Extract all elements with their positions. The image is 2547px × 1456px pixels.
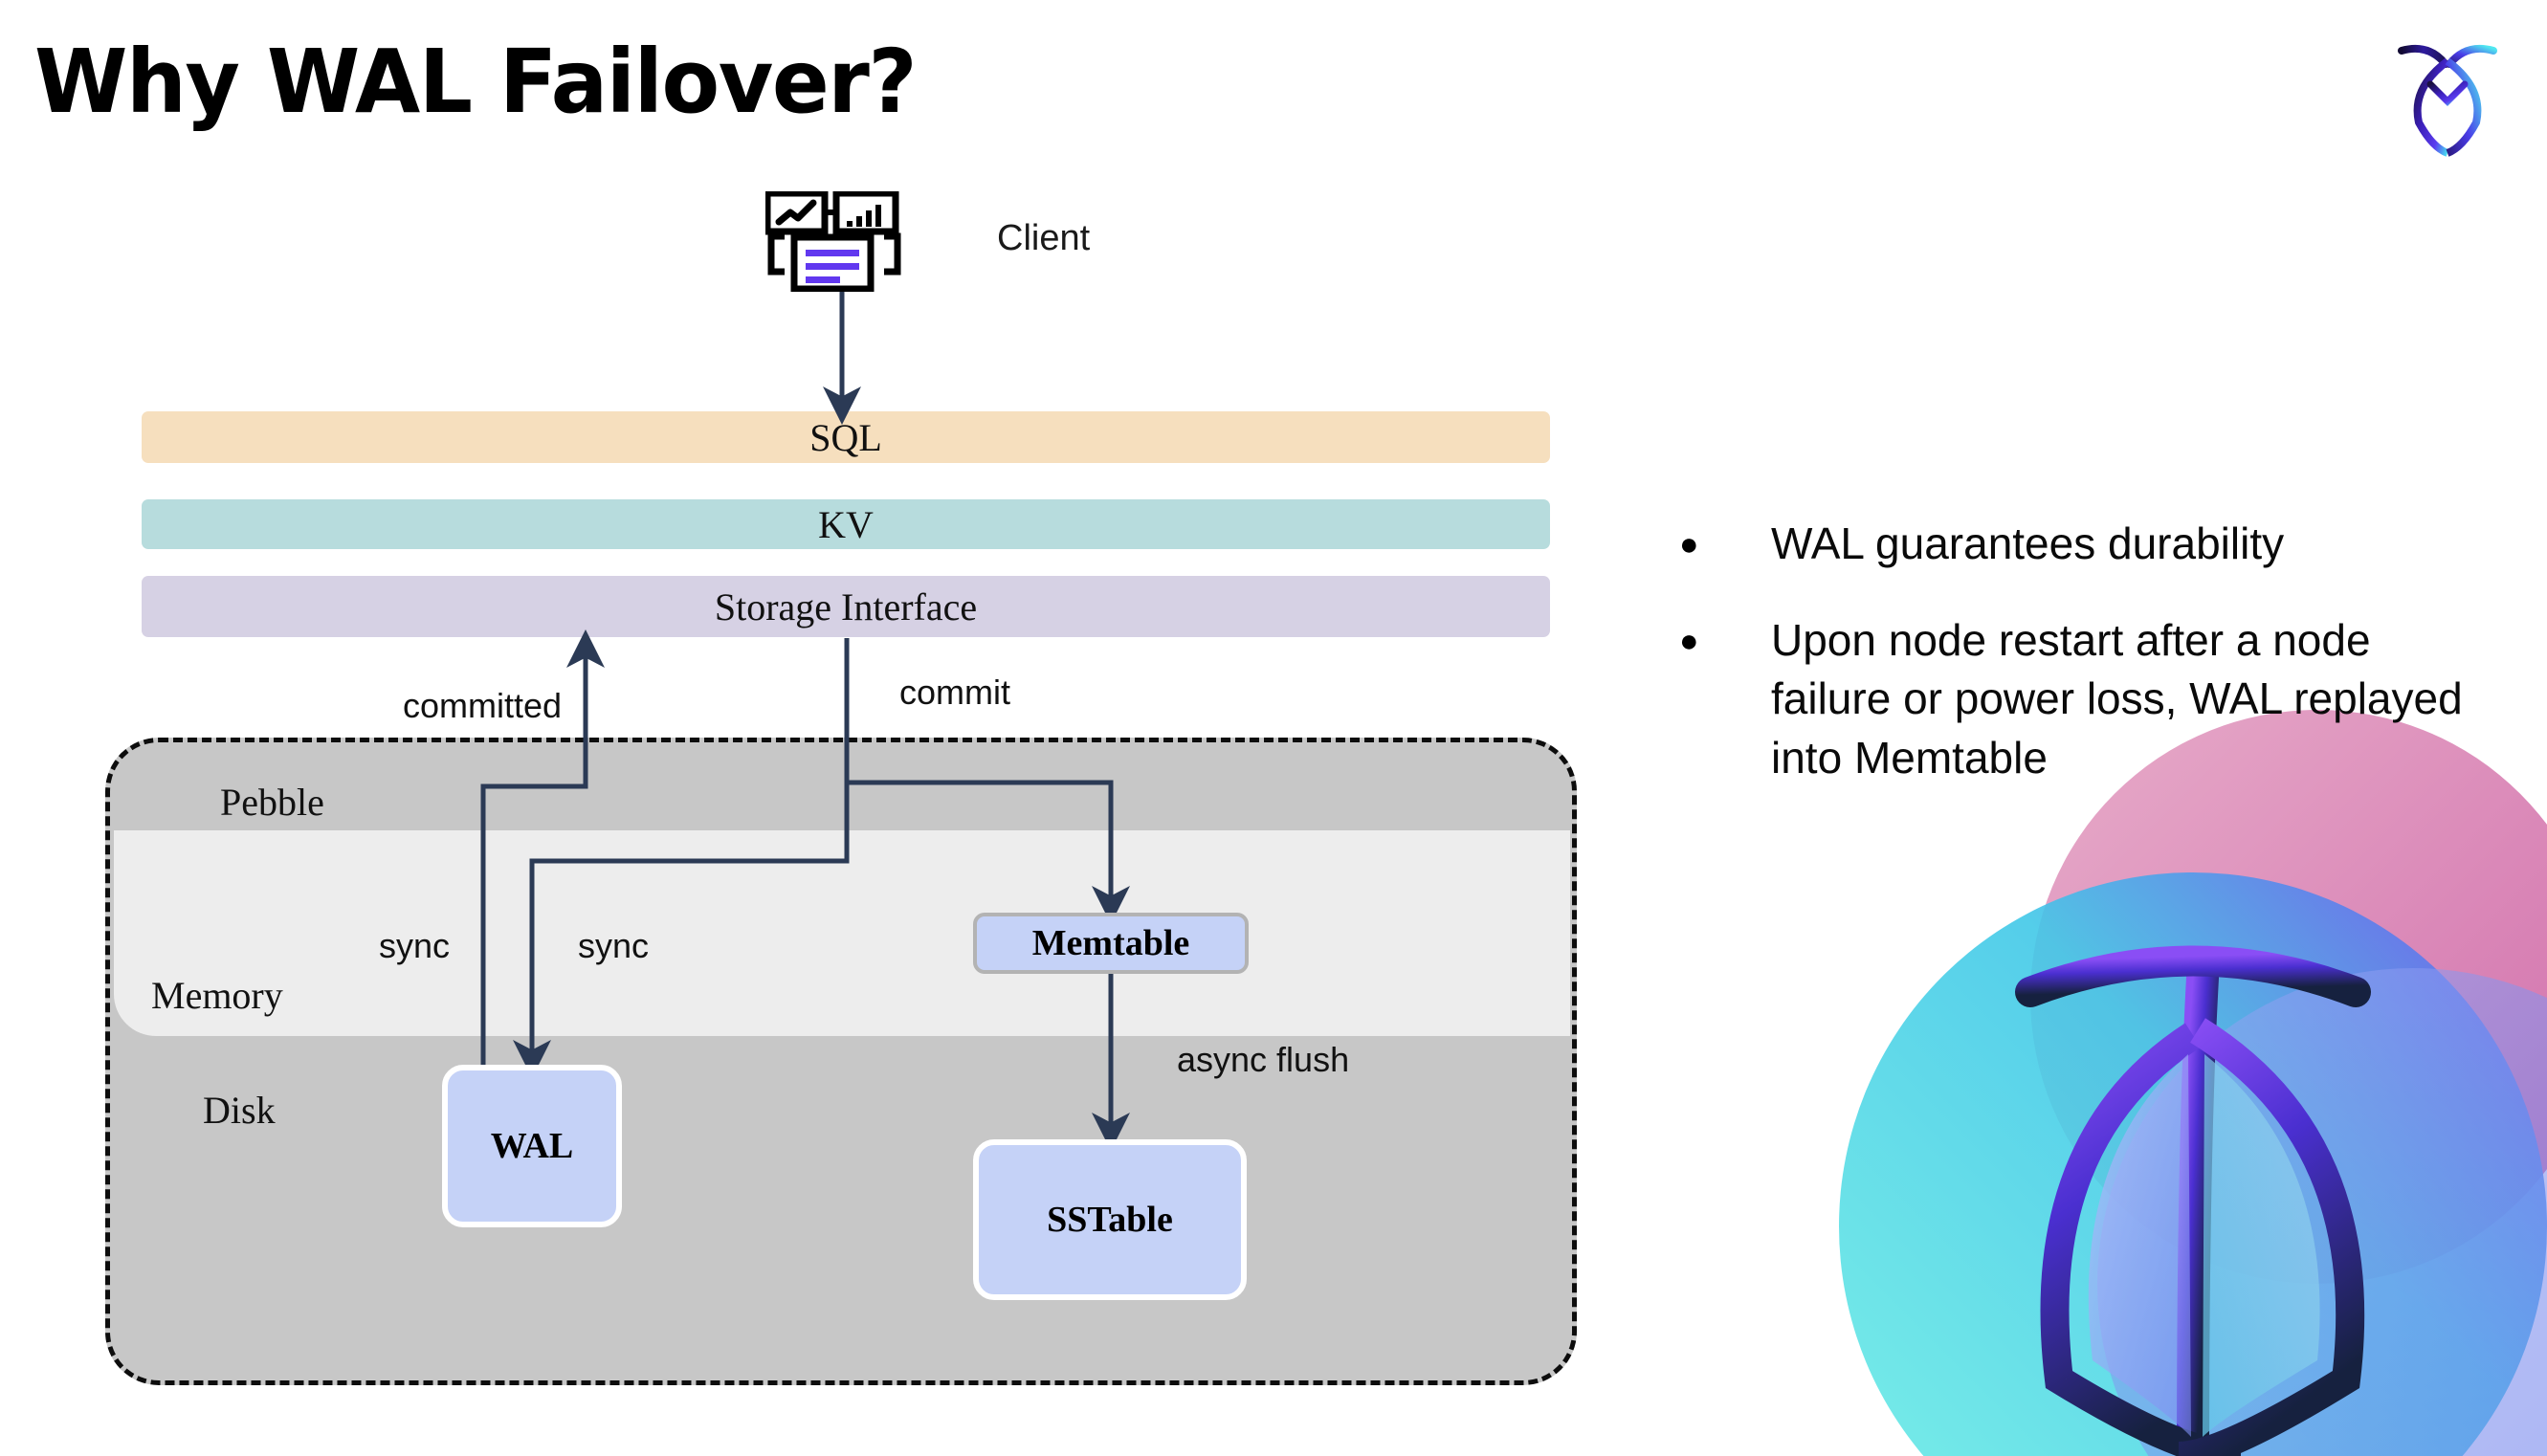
layer-sql: SQL [142, 411, 1550, 463]
client-label: Client [997, 218, 1091, 258]
node-wal-label: WAL [490, 1126, 574, 1166]
bullet-text: WAL guarantees durability [1771, 518, 2285, 568]
pebble-label: Pebble [220, 781, 324, 824]
edge-label-committed: committed [403, 686, 563, 725]
node-memtable: Memtable [973, 913, 1249, 974]
node-memtable-label: Memtable [1031, 923, 1190, 963]
bullet-list: ● WAL guarantees durability ● Upon node … [1679, 515, 2502, 826]
bullet-text: Upon node restart after a node failure o… [1771, 615, 2463, 783]
edge-label-sync-1: sync [379, 926, 451, 965]
cockroachdb-logo-icon [2390, 34, 2505, 157]
node-sstable: SSTable [973, 1139, 1247, 1300]
list-item: ● Upon node restart after a node failure… [1679, 611, 2502, 787]
client-devices-icon [764, 189, 919, 293]
memory-label: Memory [151, 974, 283, 1017]
edge-label-commit: commit [899, 673, 1010, 712]
layer-storage-interface-label: Storage Interface [714, 585, 978, 629]
layer-storage-interface: Storage Interface [142, 576, 1550, 637]
layer-kv-label: KV [818, 502, 874, 546]
node-sstable-label: SSTable [1047, 1200, 1173, 1240]
layer-kv: KV [142, 499, 1550, 549]
list-item: ● WAL guarantees durability [1679, 515, 2502, 573]
bullet-marker-icon: ● [1679, 526, 1699, 563]
layer-sql-label: SQL [809, 415, 882, 459]
disk-label: Disk [203, 1089, 276, 1132]
bullet-marker-icon: ● [1679, 623, 1699, 660]
edge-label-sync-2: sync [578, 926, 650, 965]
page-title: Why WAL Failover? [34, 31, 918, 133]
memory-region [114, 830, 1570, 1036]
edge-label-async-flush: async flush [1177, 1040, 1350, 1079]
node-wal: WAL [442, 1065, 622, 1227]
